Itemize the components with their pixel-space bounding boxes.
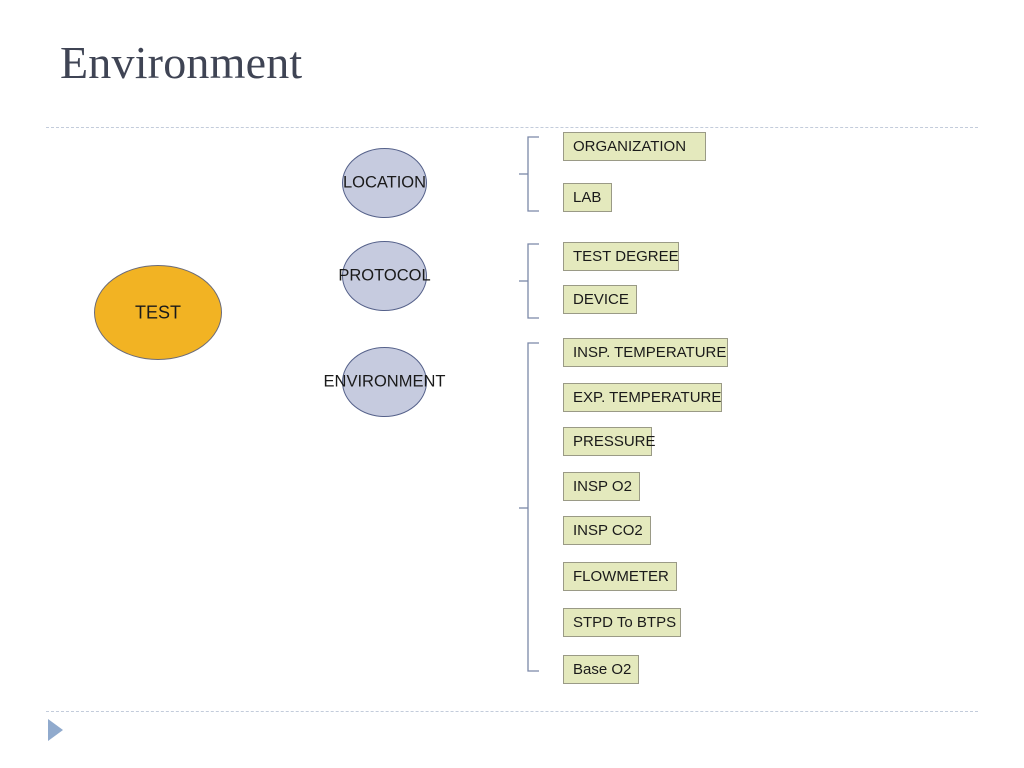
leaf-box[interactable]: INSP CO2 [563, 516, 651, 545]
node-branch-label: ENVIRONMENT [323, 372, 446, 391]
leaf-label: DEVICE [573, 291, 629, 308]
leaf-label: FLOWMETER [573, 568, 669, 585]
leaf-label: Base O2 [573, 661, 632, 678]
page-title: Environment [60, 37, 303, 88]
leaf-box[interactable]: LAB [563, 183, 612, 212]
bracket-protocol [519, 243, 541, 319]
divider-top [46, 127, 978, 128]
leaf-box[interactable]: Base O2 [563, 655, 639, 684]
leaf-box[interactable]: INSP. TEMPERATURE [563, 338, 728, 367]
leaf-label: ORGANIZATION [573, 138, 687, 155]
node-branch-label: LOCATION [342, 173, 427, 192]
leaf-label: STPD To BTPS [573, 614, 677, 631]
leaf-label: TEST DEGREE [573, 248, 679, 265]
leaf-label: INSP. TEMPERATURE [573, 344, 727, 361]
leaf-label: INSP CO2 [573, 522, 643, 539]
node-branch-protocol[interactable]: PROTOCOL [338, 241, 431, 311]
leaf-label: PRESSURE [573, 433, 656, 450]
bracket-environment [519, 342, 541, 672]
play-triangle-icon [48, 719, 63, 741]
leaf-box[interactable]: TEST DEGREE [563, 242, 679, 271]
leaf-box[interactable]: ORGANIZATION [563, 132, 706, 161]
divider-bottom [46, 711, 978, 712]
leaf-box[interactable]: PRESSURE [563, 427, 656, 456]
node-branch-environment[interactable]: ENVIRONMENT [324, 347, 445, 417]
leaf-label: INSP O2 [573, 478, 632, 495]
leaf-box[interactable]: DEVICE [563, 285, 637, 314]
leaf-box[interactable]: FLOWMETER [563, 562, 677, 591]
bracket-location [519, 136, 541, 212]
node-branch-location[interactable]: LOCATION [342, 148, 427, 218]
leaf-label: EXP. TEMPERATURE [573, 389, 722, 406]
leaf-box[interactable]: EXP. TEMPERATURE [563, 383, 722, 412]
node-branch-label: PROTOCOL [338, 266, 431, 285]
leaf-box[interactable]: INSP O2 [563, 472, 640, 501]
leaf-box[interactable]: STPD To BTPS [563, 608, 681, 637]
leaf-label: LAB [573, 189, 602, 206]
node-root-test[interactable]: TEST [94, 265, 222, 360]
node-root-label: TEST [134, 302, 182, 322]
